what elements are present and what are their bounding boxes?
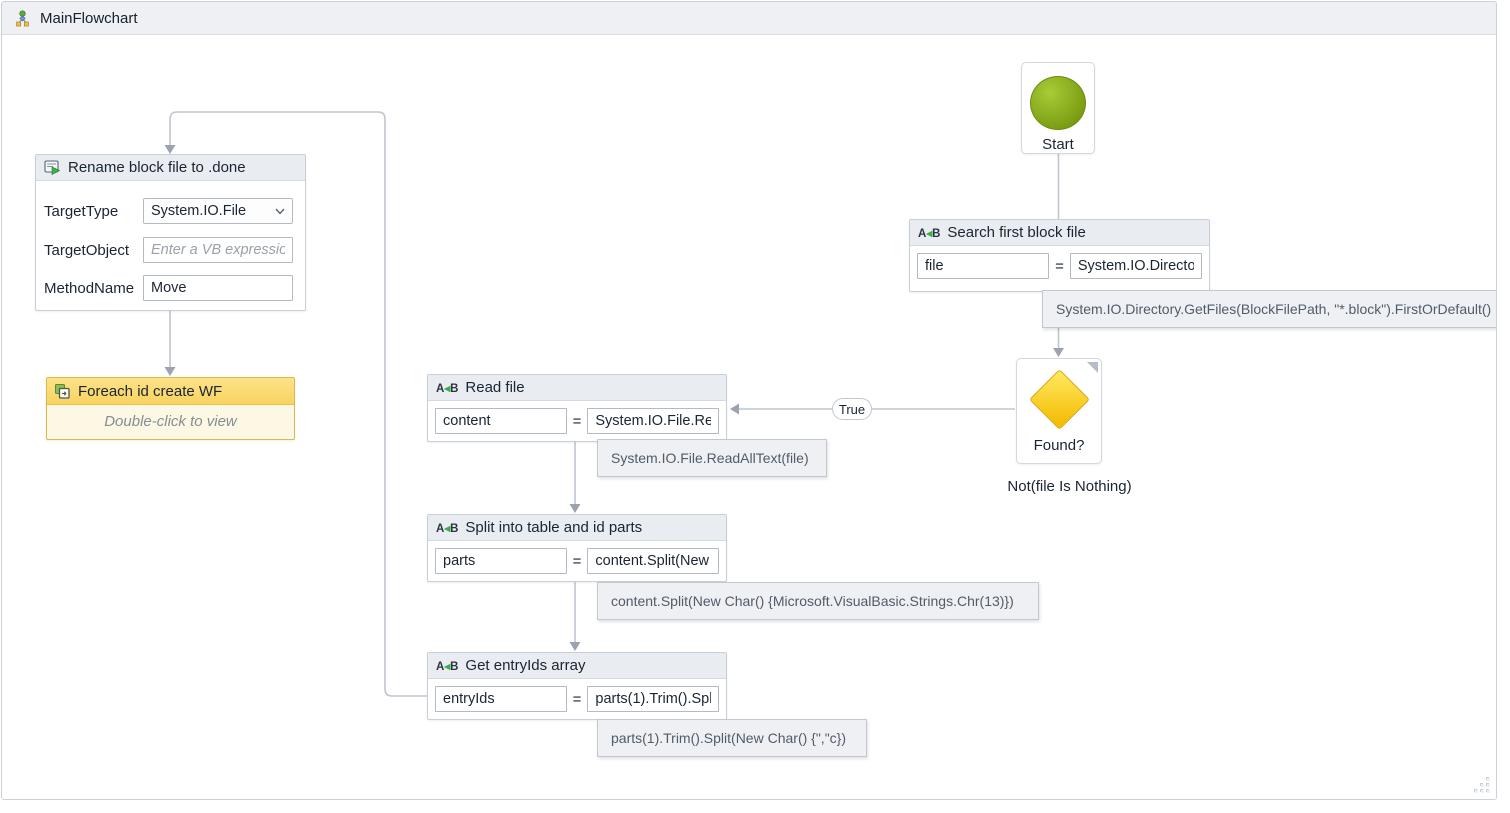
foreach-create-wf-node[interactable]: Foreach id create WF Double-click to vie… xyxy=(46,377,295,440)
invoke-method-title: Rename block file to .done xyxy=(68,159,246,176)
flowchart-icon xyxy=(16,9,29,26)
assign-search-header[interactable]: A◂B Search first block file xyxy=(910,220,1209,246)
assign-split-value-input[interactable] xyxy=(587,548,719,574)
branch-true-label: True xyxy=(832,398,872,420)
foreach-hint-text: Double-click to view xyxy=(104,413,237,430)
assign-read-to-input[interactable] xyxy=(435,408,567,434)
flowchart-title-bar[interactable]: MainFlowchart xyxy=(2,2,1496,35)
foreach-title: Foreach id create WF xyxy=(78,382,223,400)
invoke-method-header[interactable]: Rename block file to .done xyxy=(36,155,305,181)
targetobject-input[interactable] xyxy=(143,237,293,263)
expression-tooltip-entry: parts(1).Trim().Split(New Char() {","c}) xyxy=(597,719,867,757)
assign-read-header[interactable]: A◂B Read file xyxy=(428,375,726,401)
start-label: Start xyxy=(1042,136,1074,153)
methodname-input[interactable] xyxy=(143,275,293,301)
targettype-value: System.IO.File xyxy=(151,203,247,219)
methodname-label: MethodName xyxy=(44,279,135,297)
assign-split-header[interactable]: A◂B Split into table and id parts xyxy=(428,515,726,541)
resize-grip[interactable] xyxy=(1473,776,1491,794)
equals-sign: = xyxy=(572,690,582,708)
targetobject-label: TargetObject xyxy=(44,241,130,259)
assign-icon: A◂B xyxy=(918,227,941,240)
assign-read-file[interactable]: A◂B Read file = xyxy=(427,374,727,442)
collapse-corner-icon[interactable] xyxy=(1087,362,1098,373)
assign-entry-title: Get entryIds array xyxy=(465,657,586,674)
chevron-down-icon xyxy=(275,208,285,215)
expression-tooltip-split: content.Split(New Char() {Microsoft.Visu… xyxy=(597,582,1039,620)
decision-found-node[interactable]: Found? xyxy=(1016,358,1102,464)
flow-connectors xyxy=(164,111,1064,697)
assign-search-first-block-file[interactable]: A◂B Search first block file = xyxy=(909,219,1210,292)
invoke-method-icon xyxy=(44,160,61,176)
assign-icon: A◂B xyxy=(436,660,459,673)
equals-sign: = xyxy=(572,552,582,570)
assign-split-title: Split into table and id parts xyxy=(465,519,643,536)
expression-tooltip-read: System.IO.File.ReadAllText(file) xyxy=(597,439,827,477)
decision-diamond-icon xyxy=(1028,369,1090,430)
foreach-header[interactable]: Foreach id create WF xyxy=(47,378,294,405)
targettype-label: TargetType xyxy=(44,202,119,220)
assign-split-parts[interactable]: A◂B Split into table and id parts = xyxy=(427,514,727,582)
invoke-method-rename-node[interactable]: Rename block file to .done TargetType Sy… xyxy=(35,154,306,311)
assign-icon: A◂B xyxy=(436,382,459,395)
start-node[interactable]: Start xyxy=(1021,62,1095,154)
assign-read-value-input[interactable] xyxy=(587,408,719,434)
invoke-workflow-icon xyxy=(55,383,70,399)
flowchart-canvas[interactable]: Start A◂B Search first block file = Syst… xyxy=(2,36,1496,799)
assign-icon: A◂B xyxy=(436,522,459,535)
assign-get-entryids[interactable]: A◂B Get entryIds array = xyxy=(427,652,727,720)
assign-split-to-input[interactable] xyxy=(435,548,567,574)
equals-sign: = xyxy=(572,412,582,430)
assign-search-value-input[interactable] xyxy=(1069,253,1202,279)
assign-entry-header[interactable]: A◂B Get entryIds array xyxy=(428,653,726,679)
expression-tooltip-search: System.IO.Directory.GetFiles(BlockFilePa… xyxy=(1042,290,1496,328)
assign-search-to-input[interactable] xyxy=(917,253,1050,279)
start-circle-icon xyxy=(1030,76,1086,130)
page-title: MainFlowchart xyxy=(40,9,138,27)
assign-entry-value-input[interactable] xyxy=(587,686,719,712)
flowchart-designer-window: MainFlowchart xyxy=(1,1,1497,800)
assign-search-title: Search first block file xyxy=(947,224,1086,241)
assign-read-title: Read file xyxy=(465,379,525,396)
assign-entry-to-input[interactable] xyxy=(435,686,567,712)
equals-sign: = xyxy=(1055,257,1064,275)
decision-condition-text: Not(file Is Nothing) xyxy=(1007,478,1132,495)
decision-label: Found? xyxy=(1033,437,1085,454)
targettype-dropdown[interactable]: System.IO.File xyxy=(143,198,293,224)
